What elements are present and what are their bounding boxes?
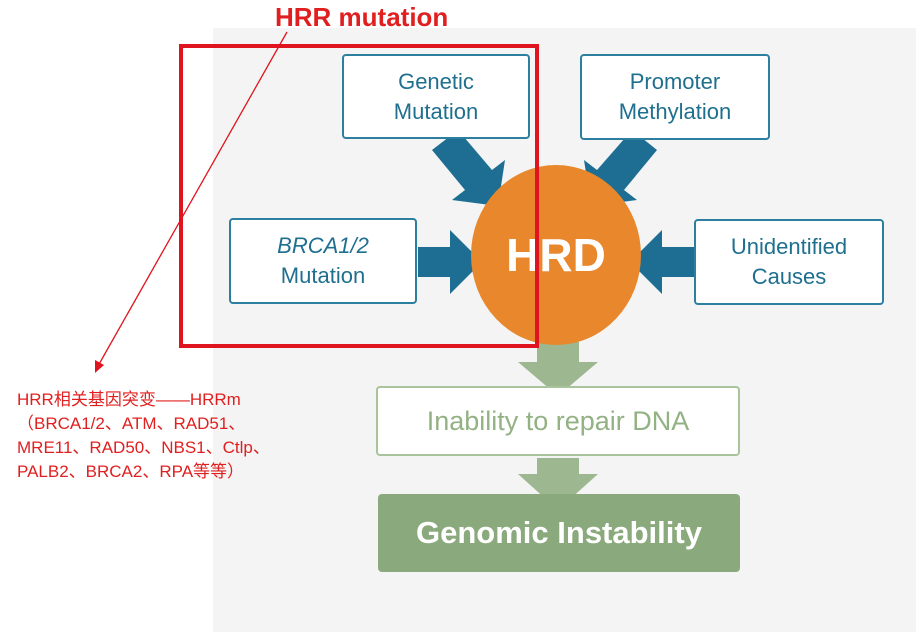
arrow-genetic-to-hrd bbox=[432, 130, 505, 206]
hrr-mutation-title: HRR mutation bbox=[275, 2, 449, 32]
hrd-circle: HRD bbox=[471, 165, 641, 345]
unidentified-causes-line-1: Unidentified bbox=[730, 234, 848, 259]
brca-mutation-box: BRCA1/2 Mutation bbox=[229, 218, 417, 304]
annotation-line-2: （BRCA1/2、ATM、RAD51、 bbox=[17, 414, 246, 433]
promoter-methylation-line-1: Promoter bbox=[629, 69, 721, 94]
genetic-mutation-line-2: Mutation bbox=[393, 98, 479, 124]
unidentified-causes-box: Unidentified Causes bbox=[694, 219, 884, 305]
inability-box: Inability to repair DNA bbox=[376, 386, 740, 456]
annotation-line-4: PALB2、BRCA2、RPA等等） bbox=[17, 462, 245, 481]
brca-mutation-line-2: Mutation bbox=[280, 263, 366, 288]
genomic-instability-box: Genomic Instability bbox=[378, 494, 740, 572]
inability-label: Inability to repair DNA bbox=[426, 405, 690, 436]
arrow-hrd-to-inability bbox=[518, 342, 598, 396]
hrrm-annotation: HRR相关基因突变——HRRm （BRCA1/2、ATM、RAD51、 MRE1… bbox=[17, 388, 337, 484]
unidentified-causes-line-2: Causes bbox=[751, 264, 827, 289]
annotation-pointer-arrowhead bbox=[95, 360, 104, 373]
hrd-label: HRD bbox=[506, 229, 606, 281]
genetic-mutation-box: Genetic Mutation bbox=[342, 54, 530, 139]
genomic-instability-label: Genomic Instability bbox=[416, 515, 702, 550]
hrr-highlight-rectangle bbox=[179, 44, 539, 348]
annotation-line-3: MRE11、RAD50、NBS1、Ctlp、 bbox=[17, 438, 270, 457]
brca-mutation-line-1: BRCA1/2 bbox=[277, 233, 369, 258]
arrow-inability-to-genomic bbox=[518, 458, 598, 510]
promoter-methylation-box: Promoter Methylation bbox=[580, 54, 770, 140]
annotation-line-1: HRR相关基因突变——HRRm bbox=[17, 390, 241, 409]
genetic-mutation-line-1: Genetic bbox=[398, 68, 474, 94]
promoter-methylation-line-2: Methylation bbox=[618, 99, 732, 124]
annotation-pointer-line bbox=[97, 31, 288, 367]
arrow-unidentified-to-hrd bbox=[630, 230, 694, 294]
arrow-brca-to-hrd bbox=[418, 230, 482, 294]
